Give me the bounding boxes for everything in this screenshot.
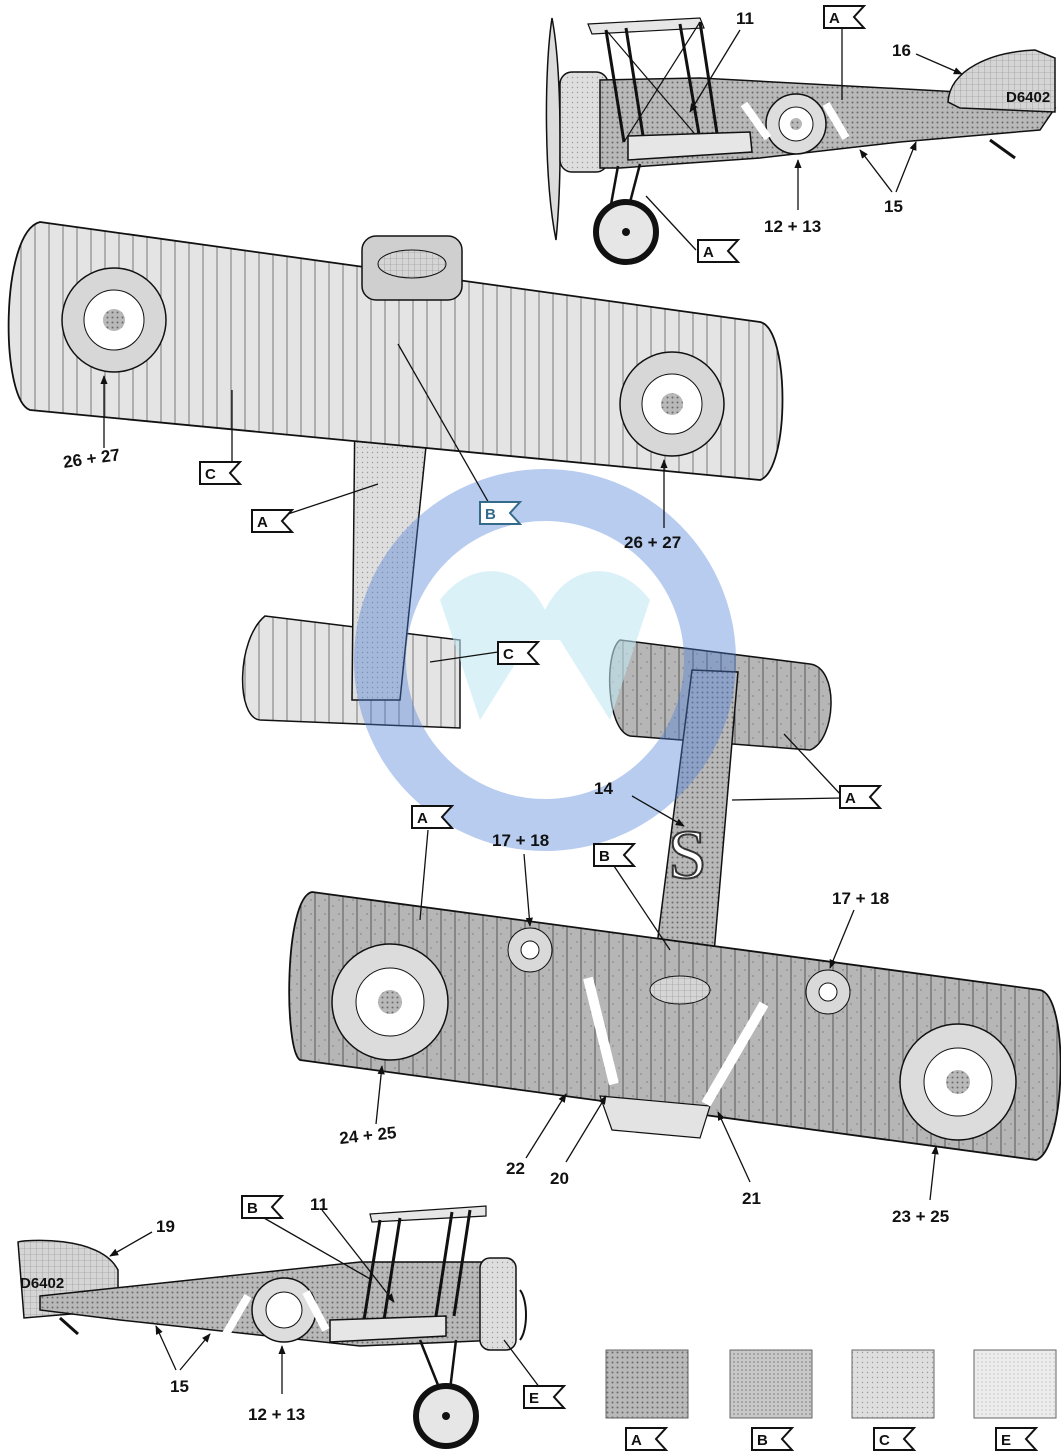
callout-label: 12 + 13 bbox=[764, 217, 821, 236]
legend-letter: A bbox=[631, 1432, 642, 1449]
legend-swatch bbox=[851, 1349, 935, 1419]
tag-letter: A bbox=[257, 514, 268, 531]
legend-item: A bbox=[605, 1349, 689, 1451]
callout-label: 17 + 18 bbox=[832, 889, 889, 908]
callout-label: 15 bbox=[170, 1377, 189, 1396]
tag-letter: E bbox=[529, 1390, 539, 1407]
callout-label: 26 + 27 bbox=[62, 445, 121, 472]
upper-wing-edge bbox=[587, 17, 705, 35]
side-view-top: D6402 bbox=[545, 17, 1057, 265]
legend-letter: C bbox=[879, 1432, 890, 1449]
tag-letter: B bbox=[599, 848, 610, 865]
legend-swatch bbox=[605, 1349, 689, 1419]
colour-legend: A B C E bbox=[605, 1349, 1057, 1451]
tag-letter: C bbox=[205, 466, 216, 483]
serial-bottom: D6402 bbox=[20, 1275, 64, 1292]
legend-item: E bbox=[973, 1349, 1057, 1451]
lower-wing bbox=[288, 891, 1061, 1161]
side-view-bottom: D6402 bbox=[17, 1205, 527, 1449]
tag-letter: A bbox=[703, 244, 714, 261]
tag-letter: C bbox=[503, 646, 514, 663]
callout-label: 22 bbox=[506, 1159, 525, 1178]
tag-letter: A bbox=[417, 810, 428, 827]
colour-tags: A A C A B C A A bbox=[199, 5, 883, 1409]
tag-letter: A bbox=[829, 10, 840, 27]
tail-fin-top bbox=[947, 49, 1056, 113]
callout-label: 21 bbox=[742, 1189, 761, 1208]
top-wing bbox=[7, 221, 784, 481]
callout-label: 23 + 25 bbox=[892, 1207, 949, 1226]
callout-label: 12 + 13 bbox=[248, 1405, 305, 1424]
legend-letter: E bbox=[1001, 1432, 1011, 1449]
callout-label: 11 bbox=[310, 1195, 328, 1214]
tag-letter: B bbox=[485, 506, 496, 523]
callout-label: 19 bbox=[156, 1217, 175, 1236]
callout-label: 14 bbox=[594, 779, 613, 798]
callouts: 11 16 15 12 + 13 26 + 27 26 + 27 14 17 +… bbox=[62, 9, 949, 1424]
legend-item: C bbox=[851, 1349, 935, 1451]
leader-lines bbox=[100, 28, 963, 1394]
fuselage-letter: S bbox=[668, 817, 707, 894]
serial-top: D6402 bbox=[1006, 89, 1050, 106]
callout-label: 16 bbox=[892, 41, 911, 60]
legend-letter: B bbox=[757, 1432, 768, 1449]
callout-label: 24 + 25 bbox=[338, 1123, 397, 1148]
callout-label: 17 + 18 bbox=[492, 831, 549, 850]
callout-label: 20 bbox=[550, 1169, 569, 1188]
tailplane-upper bbox=[241, 615, 461, 729]
callout-label: 15 bbox=[884, 197, 903, 216]
tag-letter: A bbox=[845, 790, 856, 807]
propeller bbox=[545, 17, 561, 241]
plan-view-lower: S bbox=[288, 639, 1061, 1161]
tag-letter: B bbox=[247, 1200, 258, 1217]
callout-label: 26 + 27 bbox=[624, 533, 681, 552]
callout-label: 11 bbox=[736, 9, 754, 28]
lower-wing-edge bbox=[627, 131, 753, 161]
legend-swatch bbox=[729, 1349, 813, 1419]
plan-view-upper bbox=[7, 221, 784, 729]
legend-item: B bbox=[729, 1349, 813, 1451]
legend-swatch bbox=[973, 1349, 1057, 1419]
watermark-logo bbox=[354, 469, 736, 851]
